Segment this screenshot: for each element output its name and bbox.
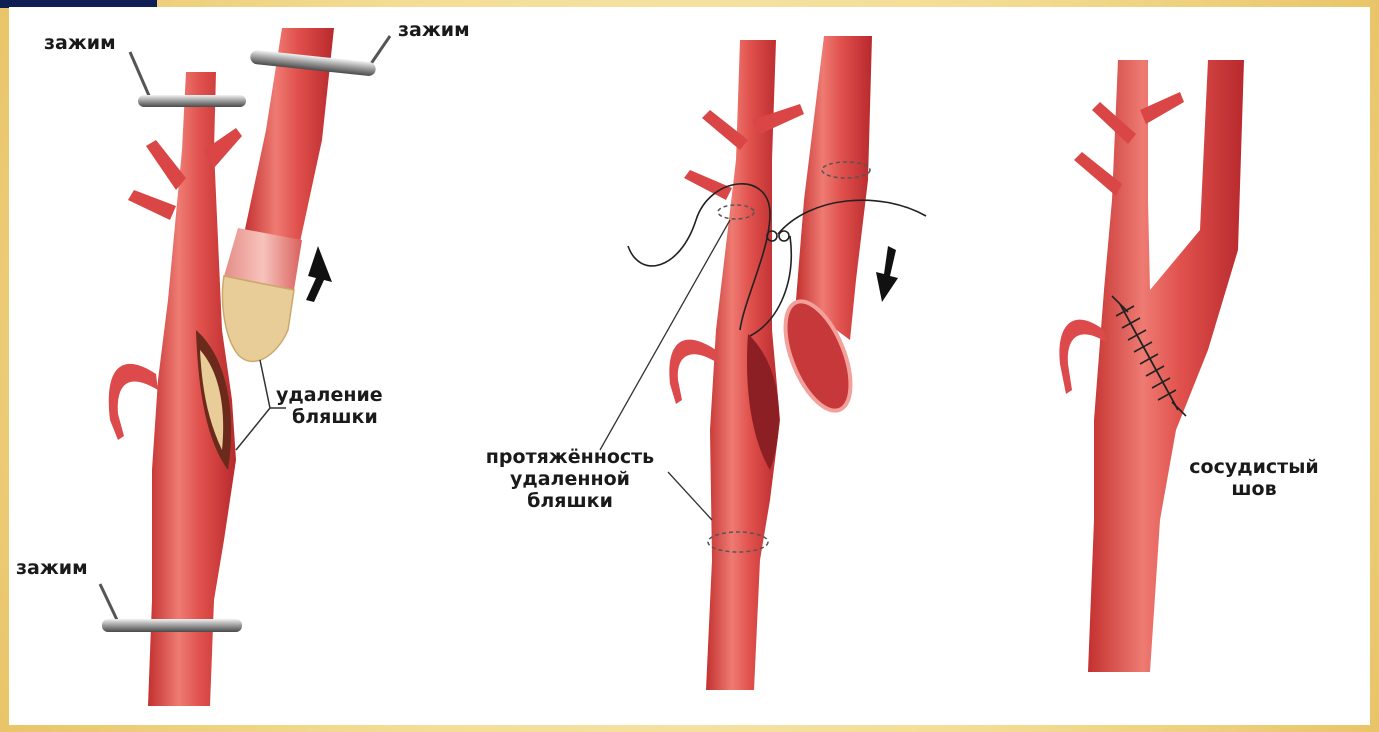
removed-plaque	[223, 276, 295, 361]
suture-label: сосудистый шов	[1176, 456, 1332, 500]
extent-line3: бляшки	[470, 490, 670, 512]
external-carotid-artery-2	[796, 36, 872, 340]
clamp-label-bottom: зажим	[16, 557, 88, 579]
plaque-removal-line1: удаление	[276, 384, 383, 406]
extent-label: протяжённость удаленной бляшки	[470, 446, 670, 512]
suture-thread	[628, 184, 926, 336]
suture-line1: сосудистый	[1176, 456, 1332, 478]
extent-line2: удаленной	[470, 468, 670, 490]
panel-reimplantation	[600, 36, 926, 690]
branch-2c	[684, 170, 732, 200]
suture-line2: шов	[1176, 478, 1332, 500]
panel-plaque-removal	[100, 28, 390, 706]
plaque-removal-label: удаление бляшки	[276, 384, 383, 428]
side-branch-left	[128, 190, 176, 220]
arrow-up-icon	[306, 246, 332, 302]
upper-branch-left	[146, 140, 186, 190]
clamp-label-top-left: зажим	[44, 32, 116, 54]
panel-vascular-suture	[1059, 60, 1244, 672]
left-loop-branch-2	[669, 340, 716, 404]
left-loop-branch	[109, 364, 158, 440]
joined-artery	[1088, 60, 1244, 672]
extent-line1: протяжённость	[470, 446, 670, 468]
clamp-label-top-right: зажим	[398, 19, 470, 41]
arrow-down-icon	[876, 246, 898, 302]
plaque-removal-line2: бляшки	[276, 406, 383, 428]
suture-knot-2	[779, 231, 789, 241]
